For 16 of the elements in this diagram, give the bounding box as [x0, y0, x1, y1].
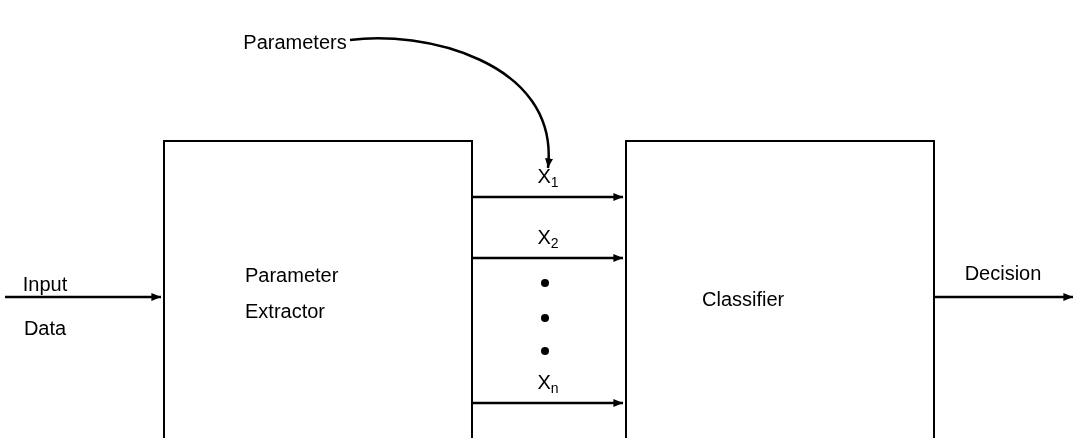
- arrow: [473, 254, 623, 262]
- edge-label: X$_{n}$: [536, 371, 560, 393]
- arrow: [5, 293, 161, 301]
- edge-label: X$_{2}$: [536, 226, 560, 248]
- node-label: Parameters: [243, 30, 347, 55]
- arrow: [473, 399, 623, 407]
- edge-label: Input Data: [21, 272, 69, 341]
- arrow: [935, 293, 1073, 301]
- edge-label: X$_{1}$: [536, 165, 560, 187]
- process-box: [625, 140, 935, 438]
- arrow: [349, 37, 552, 168]
- process-box: [163, 140, 473, 438]
- arrow: [473, 193, 623, 201]
- edge-label: Decision: [963, 262, 1043, 284]
- node-label: Classifier: [702, 287, 786, 312]
- node-label: Parameter Extractor: [245, 263, 340, 324]
